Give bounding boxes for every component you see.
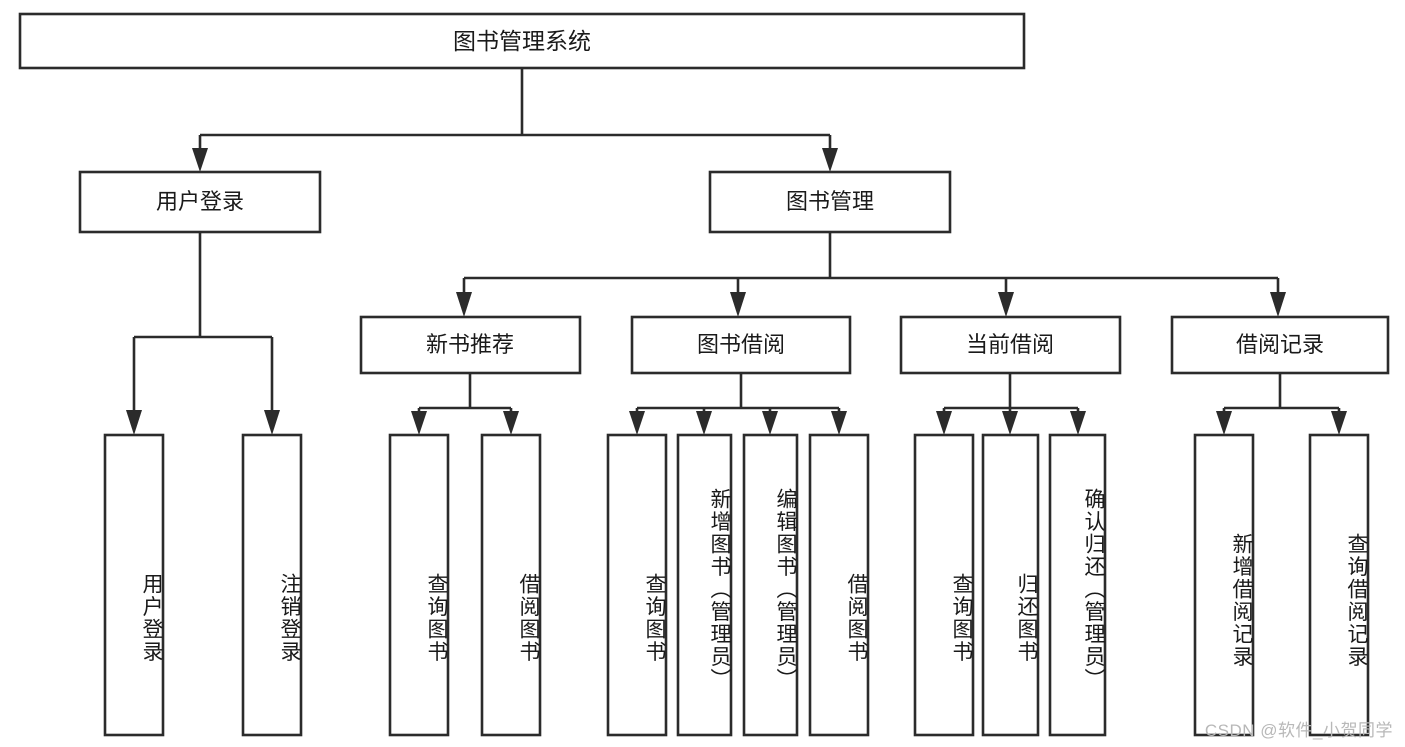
arrow-to-current-borrow — [998, 292, 1014, 317]
boxes-layer: 图书管理系统 用户登录 图书管理 新书推荐 图书借阅 — [18, 12, 1390, 737]
node-borrow-record[interactable]: 借阅记录 — [1170, 315, 1390, 375]
arrow-to-borrow-record — [1270, 292, 1286, 317]
node-user-login[interactable]: 用户登录 — [78, 170, 322, 234]
leaf-box-return-book[interactable] — [981, 433, 1040, 737]
arrow-to-leaf-logout — [264, 410, 280, 435]
node-root-book-management-system[interactable]: 图书管理系统 — [18, 12, 1026, 70]
node-book-borrow[interactable]: 图书借阅 — [630, 315, 852, 375]
arrow-currentborrow-leaf-2 — [1002, 411, 1018, 435]
arrow-to-book-borrow — [730, 292, 746, 317]
node-book-management[interactable]: 图书管理 — [708, 170, 952, 234]
node-label-book-management: 图书管理 — [786, 189, 874, 214]
arrow-bookborrow-leaf-2 — [696, 411, 712, 435]
arrow-to-user-login — [192, 148, 208, 172]
arrow-currentborrow-leaf-3 — [1070, 411, 1086, 435]
edges-layer — [126, 68, 1347, 435]
leaf-box-add-book-admin[interactable] — [676, 433, 733, 737]
node-label-borrow-record: 借阅记录 — [1236, 332, 1324, 357]
arrow-to-book-mgmt — [822, 148, 838, 172]
node-label-root: 图书管理系统 — [453, 28, 591, 54]
arrow-newbook-leaf-1 — [411, 411, 427, 435]
node-label-book-borrow: 图书借阅 — [697, 332, 785, 357]
leaf-box-query-book-3[interactable] — [913, 433, 975, 737]
arrow-to-new-book-rec — [456, 292, 472, 317]
node-current-borrow[interactable]: 当前借阅 — [899, 315, 1122, 375]
leaf-box-query-borrow-record[interactable] — [1308, 433, 1370, 737]
node-new-book-recommend[interactable]: 新书推荐 — [359, 315, 582, 375]
arrow-newbook-leaf-2 — [503, 411, 519, 435]
node-label-current-borrow: 当前借阅 — [966, 332, 1054, 357]
arrow-to-leaf-user-login — [126, 410, 142, 435]
leaf-box-add-borrow-record[interactable] — [1193, 433, 1255, 737]
arrow-bookborrow-leaf-4 — [831, 411, 847, 435]
node-label-new-book-recommend: 新书推荐 — [426, 332, 514, 357]
leaf-box-query-book-2[interactable] — [606, 433, 668, 737]
leaf-box-borrow-book-1[interactable] — [480, 433, 542, 737]
leaf-box-borrow-book-2[interactable] — [808, 433, 870, 737]
leaf-box-confirm-return-admin[interactable] — [1048, 433, 1107, 737]
arrow-bookborrow-leaf-1 — [629, 411, 645, 435]
leaf-box-user-login[interactable] — [103, 433, 165, 737]
arrow-borrowrecord-leaf-1 — [1216, 411, 1232, 435]
arrow-borrowrecord-leaf-2 — [1331, 411, 1347, 435]
arrow-currentborrow-leaf-1 — [936, 411, 952, 435]
node-label-user-login: 用户登录 — [156, 189, 244, 214]
leaf-box-query-book-1[interactable] — [388, 433, 450, 737]
csdn-watermark: CSDN @软件_小贺同学 — [1204, 721, 1393, 740]
arrow-bookborrow-leaf-3 — [762, 411, 778, 435]
leaf-box-edit-book-admin[interactable] — [742, 433, 799, 737]
leaf-box-logout[interactable] — [241, 433, 303, 737]
